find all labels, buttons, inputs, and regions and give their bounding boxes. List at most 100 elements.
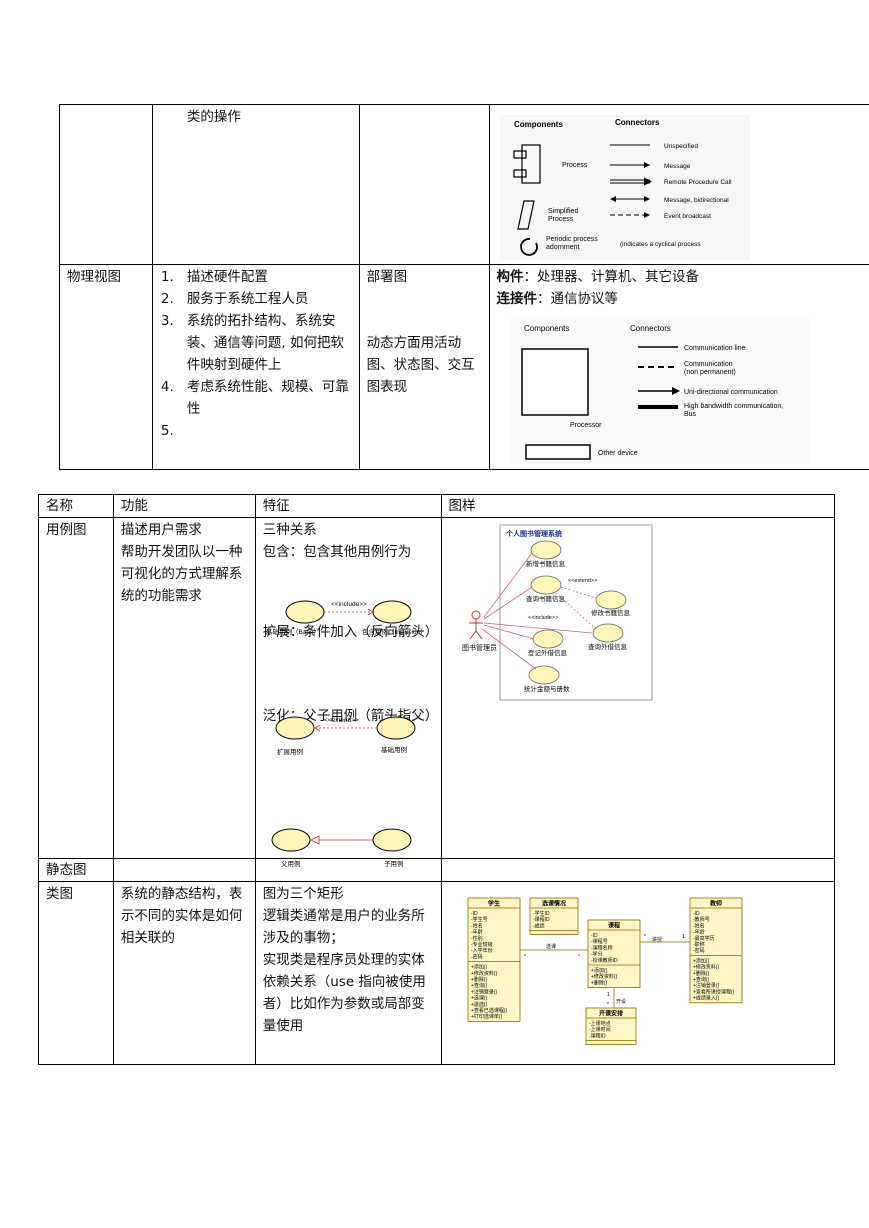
uml-diagram-table: 名称 功能 特征 图样 用例图 描述用户需求 帮助开发团队以一种可视化的方式理解… (38, 494, 836, 1065)
mult-label: * (524, 954, 526, 960)
class-student-op: +退选() (471, 1001, 488, 1008)
cell-hardware-legend: 构件：处理器、计算机、其它设备 连接件：通信协议等 Components Con… (488, 264, 869, 470)
table-row: 类图 系统的静态结构，表示不同的实体是如何相关联的 图为三个矩形 逻辑类通常是用… (38, 881, 836, 1065)
uc-extend: <<extend>> (568, 578, 597, 584)
list-item: 3.系统的拓扑结构、系统安装、通信等问题, 如何把软件映射到硬件上 (160, 313, 344, 373)
class-student-title: 学生 (488, 900, 500, 908)
comm-np-label-1: Communication (684, 361, 733, 368)
class-student-op: +删除() (471, 976, 488, 983)
classdiag-features: 图为三个矩形 逻辑类通常是用户的业务所涉及的事物； 实现类是程序员处理的实体 依… (262, 886, 426, 1034)
usecase-include: 包含：包含其他用例行为 (262, 544, 412, 560)
list-item: 1.描述硬件配置 (160, 269, 268, 285)
class-course-op: +修改资料() (591, 973, 618, 980)
usecase-extend: 扩展：条件加入（反向箭头） (262, 624, 439, 640)
other-device-box (524, 444, 591, 460)
component-line: 构件：处理器、计算机、其它设备 (496, 269, 700, 285)
rpc-label: Remote Procedure Call (664, 179, 732, 186)
cell-process-legend: Components Connectors Process Simplified… (488, 104, 869, 265)
class-student-attr: -密码 (471, 953, 483, 960)
include-incl-label: 包含用例（Inclusion） (362, 627, 427, 636)
class-ops-text: 类的操作 (186, 109, 241, 125)
hardware-legend-figure: Components Connectors Processor Other de… (509, 319, 810, 464)
cell-empty (358, 104, 490, 265)
class-student-op: +选课() (471, 995, 488, 1002)
list-item: 4.考虑系统性能、规模、可靠性 (160, 379, 349, 417)
unspecified-label: Unspecified (664, 143, 698, 150)
uc-borrow: 登记外借信息 (528, 648, 568, 657)
classdiag-function: 系统的静态结构，表示不同的实体是如何相关联的 (120, 886, 243, 946)
class-teacher-op: +删除() (693, 970, 710, 977)
class-teacher-op: +查询() (693, 976, 710, 983)
deployment-label: 部署图 (366, 269, 408, 285)
class-student-op: +打印选课单() (471, 1013, 503, 1020)
class-teacher-op: +成绩录入() (693, 995, 720, 1002)
class-course-attr: -课程名称 (591, 944, 613, 951)
uc-query-borrow: 查询外借信息 (588, 642, 628, 651)
header-feature: 特征 (262, 498, 290, 514)
processor-box (520, 348, 589, 416)
uc-stats: 统计金额与册数 (524, 684, 570, 693)
usecase-function: 描述用户需求 帮助开发团队以一种可视化的方式理解系统的功能需求 (120, 522, 243, 604)
class-teacher-op: +修改资料() (693, 964, 720, 971)
high-label-1: High bandwidth communication, (684, 403, 783, 410)
mult-label: 1 (607, 992, 610, 998)
components-heading: Components (514, 120, 563, 129)
cell-physical-view: 物理视图 (59, 264, 153, 470)
simplified-label-1: Simplified (548, 208, 578, 215)
assoc-offer-label: 开设 (616, 998, 626, 1005)
class-selection: 选课情况-学生ID-课程ID-成绩 (529, 897, 578, 935)
extend-base-label: 基础用例 (381, 745, 407, 754)
class-student-op: +查询() (471, 982, 488, 989)
connector-line: 连接件：通信协议等 (496, 291, 619, 307)
message-label: Message (664, 163, 691, 170)
table-row: 用例图 描述用户需求 帮助开发团队以一种可视化的方式理解系统的功能需求 三种关系… (38, 517, 836, 868)
cell-physical-items: 1.描述硬件配置 2.服务于系统工程人员 3.系统的拓扑结构、系统安装、通信等问… (151, 264, 360, 470)
comm-np-label-2: (non permanent) (684, 369, 736, 376)
periodic-icon (519, 238, 538, 256)
class-arrange: 开课安排-上课地点-上课时间-课程ID (585, 1007, 636, 1045)
class-teacher-title: 教师 (709, 900, 722, 908)
class-course-op: +删除() (591, 979, 608, 986)
table-header-row: 名称 功能 特征 图样 (38, 494, 836, 518)
assoc-select-label: 选课 (546, 943, 556, 950)
class-student-op: +修改资料() (471, 970, 498, 977)
class-teacher-attr: -职称 (693, 941, 705, 948)
uc-add: 新增书籍信息 (526, 559, 566, 568)
class-teacher-attr: -教师号 (693, 916, 710, 923)
comm-line-label: Communication line (684, 345, 746, 352)
class-teacher-op: +添加() (693, 957, 710, 964)
class-selection-title: 选课情况 (542, 900, 566, 908)
physical-items-list: 1.描述硬件配置 2.服务于系统工程人员 3.系统的拓扑结构、系统安装、通信等问… (153, 265, 359, 439)
class-teacher-op: +查看所讲授课程() (693, 988, 735, 995)
class-course: 课程-ID-课程号-课程名称-学分-授课教师ID+添加()+修改资料()+删除(… (587, 919, 640, 988)
class-course-attr: -授课教师ID (591, 957, 618, 964)
hw-components-heading: Components (524, 324, 569, 333)
actor-icon (468, 610, 483, 640)
class-student-attr: -姓名 (471, 922, 483, 929)
class-student-attr: -ID (471, 911, 478, 917)
class-teacher-attr: -最高学历 (693, 935, 715, 942)
class-teacher: 教师-ID-教师号-姓名-年龄-最高学历-职称-密码+添加()+修改资料()+删… (689, 897, 742, 1004)
course-class-diagram: 学生-ID-学生号-姓名-年龄-性别-专业班级-入学年份-密码+添加()+修改资… (467, 897, 742, 1045)
class-arrange-attr: -上课时间 (589, 1026, 611, 1033)
static-name: 静态图 (46, 862, 87, 878)
process-label: Process (562, 162, 588, 169)
mult-label: * (607, 1002, 609, 1008)
include-figure: <<include>> 基础用例（Base） 包含用例（Inclusion） (266, 600, 427, 636)
mult-label: 1 (682, 934, 685, 940)
class-selection-attr: -课程ID (533, 916, 550, 923)
cyclical-label: (indicates a cyclical process (620, 241, 701, 248)
physical-view-table: 类的操作 Components Connectors Process Simpl… (59, 104, 869, 470)
class-teacher-op: +注销登录() (693, 982, 720, 989)
gen-parent-label: 父用例 (281, 859, 301, 868)
header-figure: 图样 (448, 498, 476, 514)
class-selection-attr: -学生ID (533, 910, 550, 917)
class-course-attr: -学分 (591, 951, 603, 958)
bidirectional-label: Message, bidirectional (664, 197, 729, 204)
header-function: 功能 (120, 498, 148, 514)
class-student-op: +添加() (471, 964, 488, 971)
cell-deployment: 部署图 动态方面用活动图、状态图、交互图表现 (358, 264, 490, 470)
library-usecase-diagram: 个人图书管理系统 图书管理员 (462, 524, 653, 701)
extend-stereotype: <<extend>> (324, 717, 359, 724)
generalize-figure: 父用例 子用例 (271, 828, 412, 868)
